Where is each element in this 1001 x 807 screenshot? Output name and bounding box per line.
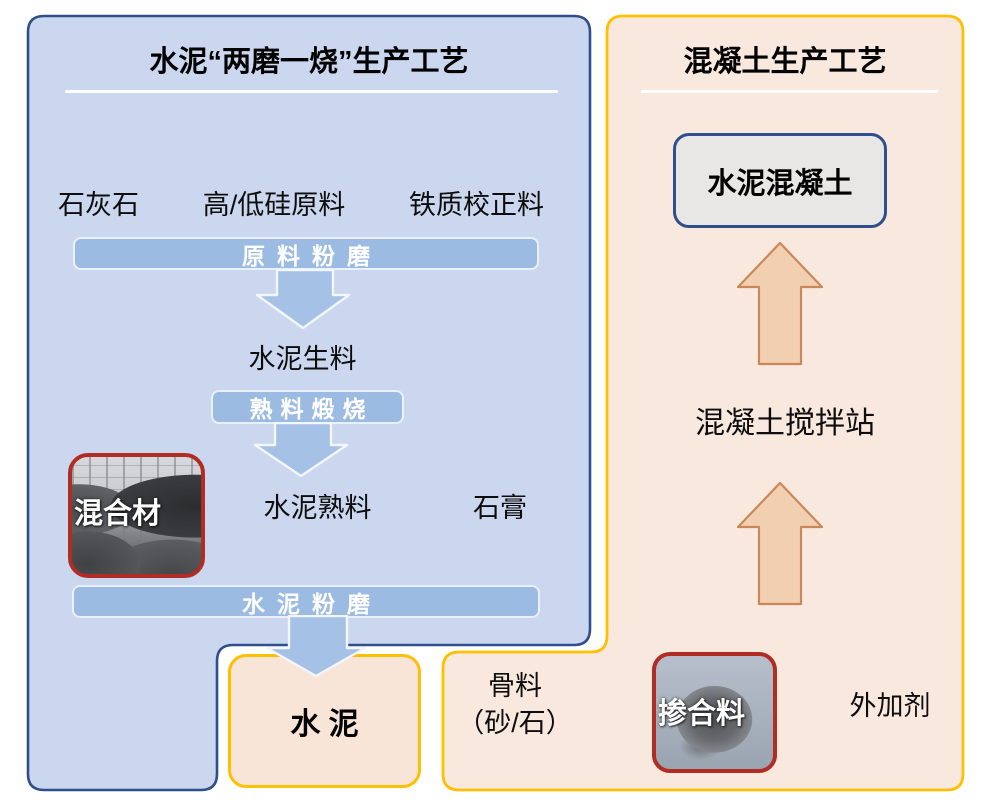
gypsum-label: 石膏: [473, 493, 527, 523]
up-arrow-2-icon: [736, 481, 824, 606]
down-arrow-1-icon: [255, 269, 351, 330]
raw-grinding-bar: 原料粉磨: [73, 237, 539, 270]
mixed-material-photo: [68, 453, 205, 578]
down-arrow-2-icon: [253, 422, 349, 478]
aggregate-label: 骨料 （砂/石）: [440, 668, 590, 742]
mixed-material-photo-label: 混合材: [74, 498, 162, 530]
silica-material-label: 高/低硅原料: [202, 190, 346, 220]
mixing-station-label: 混凝土搅拌站: [695, 407, 875, 440]
clinker-calcination-bar: 熟料煅烧: [211, 390, 404, 424]
concrete-title-underline: [641, 90, 938, 93]
aggregate-line2: （砂/石）: [457, 708, 573, 738]
aggregate-line1: 骨料: [488, 671, 542, 701]
up-arrow-1-icon: [736, 241, 824, 366]
down-arrow-3-icon: [265, 615, 367, 678]
raw-meal-label: 水泥生料: [248, 344, 357, 374]
raw-materials-row: 石灰石 高/低硅原料 铁质校正料: [58, 189, 544, 223]
limestone-label: 石灰石: [58, 190, 139, 220]
admixture-photo-label: 掺合料: [658, 698, 746, 730]
cement-clinker-label: 水泥熟料: [263, 493, 372, 523]
cement-concrete-box: 水泥混凝土: [673, 133, 887, 228]
cement-result-box: 水 泥: [228, 654, 421, 788]
cement-panel-title: 水泥“两磨一烧”生产工艺: [149, 46, 469, 78]
iron-corrective-label: 铁质校正料: [408, 190, 544, 220]
additive-label: 外加剂: [849, 691, 931, 721]
cement-grinding-bar: 水泥粉磨: [72, 585, 540, 618]
concrete-panel-title: 混凝土生产工艺: [683, 46, 887, 78]
cement-title-underline: [65, 90, 558, 93]
admixture-photo: [652, 652, 777, 773]
